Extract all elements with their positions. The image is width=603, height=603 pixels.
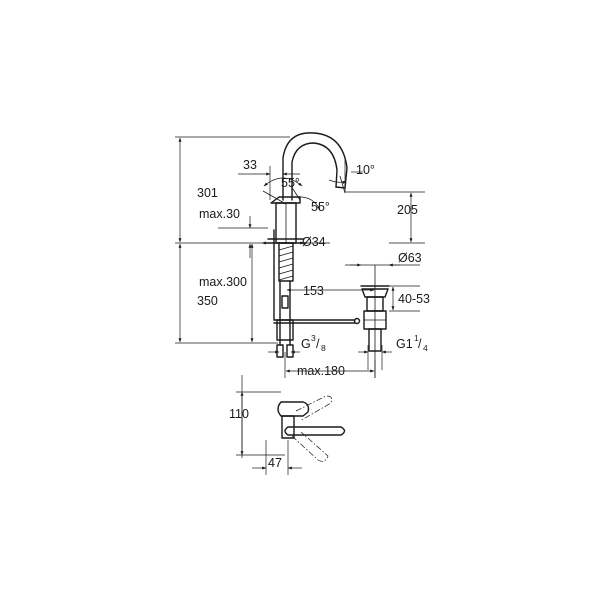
lever-axis-2 [290, 185, 301, 201]
hose-fitting-top [281, 295, 289, 309]
thread-hatching [278, 245, 294, 281]
svg-text:3: 3 [311, 333, 316, 343]
svg-text:G1: G1 [396, 337, 413, 351]
label-55-top: 55° [281, 176, 300, 190]
label-g1-1-4: G1 1 / 4 [396, 333, 428, 353]
label-10-degree: 10° [356, 163, 375, 177]
plan-stem [281, 415, 295, 439]
label-205: 205 [397, 203, 418, 217]
label-dia34: Ø34 [302, 235, 326, 249]
label-153: 153 [303, 284, 324, 298]
label-47: 47 [268, 456, 282, 470]
hose-end-right [286, 344, 294, 358]
plan-body [277, 401, 310, 417]
popup-waste [360, 265, 390, 378]
plan-view-lever-swing [236, 375, 346, 475]
dimension-labels: 33 55° 55° 10° 301 205 max.30 Ø34 Ø63 ma… [197, 158, 430, 470]
dimension-lines [175, 136, 425, 378]
label-max180: max.180 [297, 364, 345, 378]
drain-flange [361, 288, 389, 298]
spout-outer [282, 132, 348, 201]
label-350: 350 [197, 294, 218, 308]
svg-text:/: / [418, 337, 422, 351]
label-max30: max.30 [199, 207, 240, 221]
svg-text:8: 8 [321, 343, 326, 353]
label-301: 301 [197, 186, 218, 200]
lever-axis [262, 190, 287, 205]
svg-text:/: / [316, 337, 320, 351]
threaded-shank [278, 242, 294, 282]
faucet-front-view [205, 132, 361, 358]
svg-text:4: 4 [423, 343, 428, 353]
spout-tip-angle [339, 175, 346, 194]
label-40-53: 40-53 [398, 292, 430, 306]
label-dia63: Ø63 [398, 251, 422, 265]
spout-inner [291, 142, 338, 201]
pull-rod-pivot [353, 317, 361, 325]
svg-text:1: 1 [414, 333, 419, 343]
svg-text:G: G [301, 337, 311, 351]
label-110: 110 [229, 407, 249, 421]
hose-end-left [276, 344, 284, 358]
label-max300: max.300 [199, 275, 247, 289]
label-g-3-8: G 3 / 8 [301, 333, 326, 353]
label-33: 33 [243, 158, 257, 172]
plan-lever [284, 426, 346, 436]
plan-lever-swung-1 [295, 395, 333, 422]
plan-lever-swung-2 [291, 431, 329, 462]
label-55-right: 55° [311, 200, 330, 214]
